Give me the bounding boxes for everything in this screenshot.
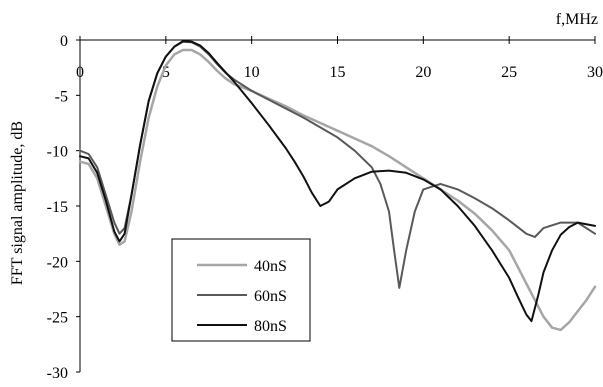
series-group [78,40,597,332]
y-tick-label: -30 [47,365,68,382]
y-tick-label: -10 [47,144,68,161]
x-axis-title: f,MHz [556,11,598,28]
x-tick-label: 20 [415,64,431,81]
series-line-40nS [78,48,597,332]
x-tick-label: 15 [330,64,346,81]
y-tick-label: 0 [60,33,68,50]
x-tick-label: 25 [501,64,517,81]
x-tick-label: 5 [162,64,170,81]
series-line-80nS [79,40,596,323]
y-tick-label: -5 [55,88,68,105]
y-tick-label: -15 [47,199,68,216]
y-tick-label: -25 [47,310,68,327]
x-tick-label: 30 [587,64,603,81]
x-tick-label: 10 [244,64,260,81]
legend-label-60nS: 60nS [254,288,287,305]
x-tick-label: 0 [76,64,84,81]
legend: 40nS 60nS 80nS [171,238,311,342]
y-tick-label: -20 [47,254,68,271]
plot-area: 0 5 10 15 20 25 30 0 -5 -10 -15 -20 -25 -30 [47,33,603,382]
legend-label-80nS: 80nS [254,318,287,335]
y-axis-title: FFT signal amplitude, dB [9,121,26,285]
legend-label-40nS: 40nS [254,258,287,275]
